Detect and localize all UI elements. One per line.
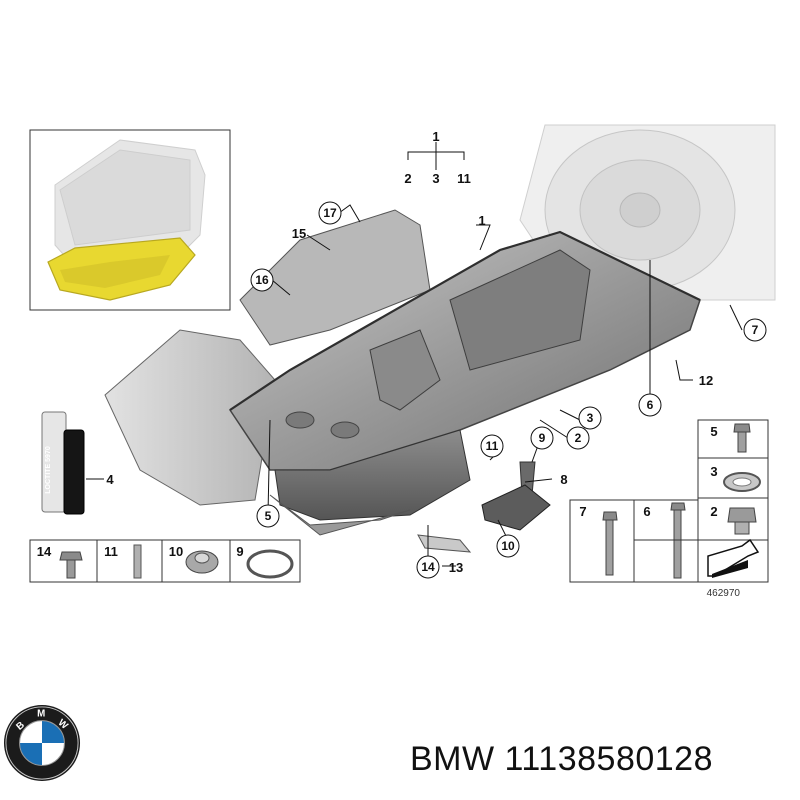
callout-4: 4 xyxy=(106,472,114,487)
callout-15: 15 xyxy=(292,226,306,241)
callout-9-mid: 9 xyxy=(539,431,546,445)
legend-right-stack: 5 3 2 xyxy=(634,419,769,583)
callout-6: 6 xyxy=(647,398,654,412)
callout-13: 13 xyxy=(449,560,463,575)
brand-part-number: BMW 11138580128 xyxy=(410,740,713,778)
callout-17: 17 xyxy=(323,206,337,220)
bracket-image xyxy=(417,534,472,553)
legend-6: 6 xyxy=(643,504,650,519)
engine-inset xyxy=(29,129,231,311)
legend-5: 5 xyxy=(710,424,717,439)
callout-14-mid: 14 xyxy=(421,560,435,574)
legend-10: 10 xyxy=(169,544,183,559)
legend-3: 3 xyxy=(710,464,717,479)
legend-14: 14 xyxy=(37,544,52,559)
callout-2-mid: 2 xyxy=(575,431,582,445)
callout-16: 16 xyxy=(255,273,269,287)
sealant-tube-image: LOCTITE 5970 xyxy=(41,411,85,515)
callout-1-pan: 1 xyxy=(478,213,485,228)
legend-left: 14 11 10 9 xyxy=(29,539,301,583)
callout-1-top: 1 xyxy=(432,129,439,144)
callout-10-mid: 10 xyxy=(501,539,515,553)
callout-5-mid: 5 xyxy=(265,509,272,523)
oil-pan-image xyxy=(104,209,701,536)
legend-2: 2 xyxy=(710,504,717,519)
callout-3-top: 3 xyxy=(432,171,439,186)
leader-lines xyxy=(86,142,743,567)
callout-8: 8 xyxy=(560,472,567,487)
callout-2-top: 2 xyxy=(404,171,411,186)
bmw-logo-icon: B M W xyxy=(3,704,81,782)
callout-11-top: 11 xyxy=(457,171,471,186)
callouts: 1 2 3 11 1 15 17 16 7 12 6 3 2 11 9 8 10… xyxy=(106,129,767,579)
oil-level-sensor-image xyxy=(481,461,551,531)
sealant-tube-label: LOCTITE 5970 xyxy=(45,446,52,494)
reference-number: 462970 xyxy=(707,588,741,599)
logo-letter-m: M xyxy=(37,709,45,720)
callout-3-mid: 3 xyxy=(587,411,594,425)
callout-11-mid: 11 xyxy=(486,439,499,453)
legend-right-bottom: 7 6 xyxy=(569,499,699,583)
legend-11: 11 xyxy=(104,544,118,559)
legend-9: 9 xyxy=(236,544,243,559)
direction-arrow-icon xyxy=(707,538,760,578)
callout-7-right: 7 xyxy=(752,323,759,337)
callout-12: 12 xyxy=(699,373,713,388)
legend-7: 7 xyxy=(579,504,586,519)
